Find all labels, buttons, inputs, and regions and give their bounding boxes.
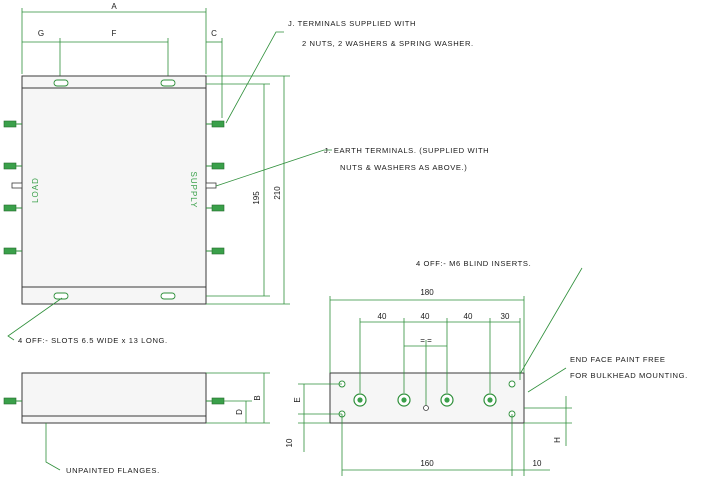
terminal-icon bbox=[206, 397, 225, 405]
dim-gfc: G F C bbox=[22, 29, 223, 118]
terminal-icon bbox=[3, 204, 22, 212]
dim-40-label-1: 40 bbox=[378, 312, 387, 321]
slot bbox=[53, 79, 69, 87]
left-terminals bbox=[3, 120, 23, 255]
earth-leader bbox=[215, 149, 332, 187]
dim-f-label: F bbox=[112, 29, 117, 38]
terminal-icon bbox=[206, 247, 225, 255]
slot bbox=[53, 292, 69, 300]
dim-195-label: 195 bbox=[252, 191, 261, 205]
load-label: LOAD bbox=[31, 177, 40, 203]
terminal-icon bbox=[206, 162, 225, 170]
terminals-leader bbox=[225, 31, 284, 124]
endface-leader bbox=[527, 367, 567, 393]
terminal-icon bbox=[3, 247, 22, 255]
dim-a-label: A bbox=[111, 2, 117, 11]
earth-terminal-icon bbox=[423, 405, 429, 411]
slot bbox=[160, 79, 176, 87]
terminal-icon bbox=[353, 393, 367, 407]
dim-c-label: C bbox=[211, 29, 217, 38]
dim-height: 195 210 bbox=[206, 75, 290, 305]
terminal-icon bbox=[397, 393, 411, 407]
dim-40-label-3: 40 bbox=[464, 312, 473, 321]
terminal-icon bbox=[483, 393, 497, 407]
dim-eq-label: = = bbox=[420, 336, 432, 345]
terminal-icon bbox=[440, 393, 454, 407]
dim-30-label: 30 bbox=[501, 312, 510, 321]
dim-g-label: G bbox=[38, 29, 44, 38]
inserts-leader bbox=[519, 267, 583, 375]
dim-10-left-label: 10 bbox=[285, 438, 294, 447]
side-view: D B bbox=[3, 372, 270, 471]
slot bbox=[160, 292, 176, 300]
endface-note-line1: END FACE PAINT FREE bbox=[570, 355, 666, 364]
terminal-icon bbox=[3, 397, 22, 405]
side-view-body bbox=[21, 372, 207, 424]
terminal-icon bbox=[3, 162, 22, 170]
endface-note-line2: FOR BULKHEAD MOUNTING. bbox=[570, 371, 688, 380]
terminals-note-line2: 2 NUTS, 2 WASHERS & SPRING WASHER. bbox=[302, 39, 474, 48]
dim-160-label: 160 bbox=[420, 459, 434, 468]
right-terminals bbox=[205, 120, 225, 255]
slots-leader bbox=[7, 297, 63, 341]
inserts-note: 4 OFF:- M6 BLIND INSERTS. bbox=[416, 259, 531, 268]
earth-note-line1: J. EARTH TERMINALS. (SUPPLIED WITH bbox=[324, 146, 489, 155]
top-view: A G F C bbox=[3, 2, 332, 341]
slots-note: 4 OFF:- SLOTS 6.5 WIDE x 13 LONG. bbox=[18, 336, 168, 345]
terminal-icon bbox=[3, 120, 22, 128]
blind-insert-icon bbox=[508, 380, 516, 388]
flanges-leader bbox=[45, 423, 61, 471]
terminal-icon bbox=[206, 204, 225, 212]
dim-180-label: 180 bbox=[420, 288, 434, 297]
dim-210-label: 210 bbox=[273, 186, 282, 200]
earth-terminal-icon bbox=[11, 182, 23, 189]
terminal-icon bbox=[206, 120, 225, 128]
dim-d-label: D bbox=[235, 409, 244, 415]
earth-note-line2: NUTS & WASHERS AS ABOVE.) bbox=[340, 163, 467, 172]
dim-a: A bbox=[21, 2, 207, 74]
earth-terminal-icon bbox=[205, 182, 217, 189]
end-view: 180 40 40 40 30 = = E 10 bbox=[285, 267, 583, 476]
flanges-note: UNPAINTED FLANGES. bbox=[66, 466, 160, 475]
dim-10-right-label: 10 bbox=[533, 459, 542, 468]
dim-h-label: H bbox=[553, 437, 562, 443]
supply-label: SUPPLY bbox=[189, 172, 198, 209]
terminals-note-line1: J. TERMINALS SUPPLIED WITH bbox=[288, 19, 416, 28]
dim-e-label: E bbox=[293, 397, 302, 402]
top-view-body bbox=[21, 75, 207, 305]
dim-40-label-2: 40 bbox=[421, 312, 430, 321]
dim-b-label: B bbox=[253, 395, 262, 400]
